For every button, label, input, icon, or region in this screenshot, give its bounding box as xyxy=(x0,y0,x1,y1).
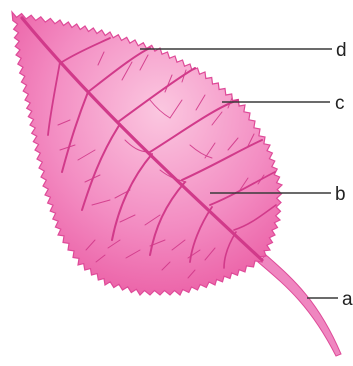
label-d: d xyxy=(336,40,347,61)
label-b: b xyxy=(335,184,346,205)
label-c: c xyxy=(335,93,345,114)
label-a: a xyxy=(342,289,353,310)
leaf-petiole xyxy=(258,255,341,356)
